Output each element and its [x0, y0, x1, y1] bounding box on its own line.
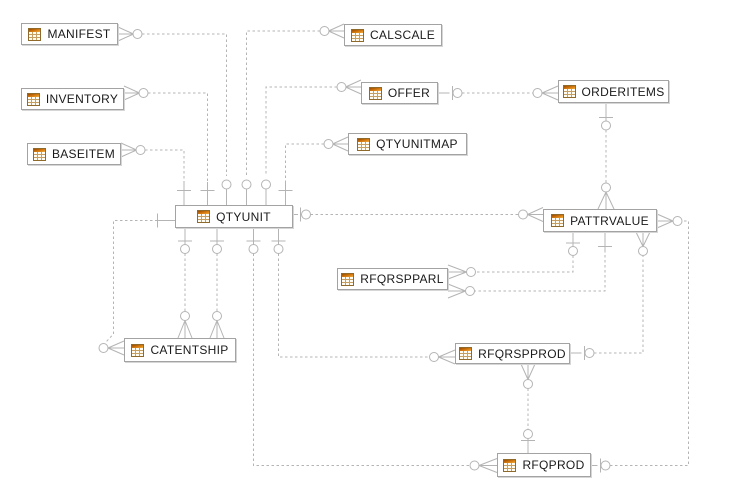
- entity-label: RFQPROD: [522, 458, 585, 472]
- rel-baseitem-qtyunit: [120, 142, 191, 205]
- entity-label: RFQRSPPARL: [360, 272, 444, 286]
- entity-inventory[interactable]: INVENTORY: [21, 88, 124, 110]
- entity-qtyunitmap[interactable]: QTYUNITMAP: [348, 133, 467, 155]
- rel-orderitems-offer: [438, 85, 559, 101]
- table-icon: [503, 458, 517, 472]
- entity-qtyunit[interactable]: QTYUNIT: [175, 205, 293, 228]
- table-icon: [551, 214, 565, 227]
- table-icon: [357, 137, 371, 151]
- rel-rfqrspparl-pattrvalue-1: [447, 232, 580, 280]
- entity-rfqrspparl[interactable]: RFQRSPPARL: [337, 268, 448, 290]
- table-icon: [28, 27, 42, 41]
- entity-label: INVENTORY: [45, 92, 119, 106]
- entity-rfqprod[interactable]: RFQPROD: [497, 453, 591, 477]
- table-icon: [562, 85, 576, 98]
- table-icon: [32, 147, 46, 161]
- table-icon: [197, 210, 211, 223]
- rel-pattrvalue-qtyunit: [293, 207, 544, 222]
- rel-rfqrspparl-pattrvalue-2: [447, 232, 612, 299]
- entity-label: PATTRVALUE: [570, 213, 649, 228]
- entity-label: QTYUNITMAP: [376, 137, 458, 151]
- rel-calscale-qtyunit: [241, 23, 345, 205]
- rel-catentship-qtyunit-1: [177, 228, 193, 339]
- rel-catentship-qtyunit-2: [209, 228, 225, 339]
- rel-inventory-qtyunit: [123, 85, 215, 205]
- rel-manifest-qtyunit: [117, 26, 232, 205]
- rel-offer-qtyunit: [261, 79, 362, 205]
- entity-baseitem[interactable]: BASEITEM: [27, 143, 121, 165]
- table-icon: [26, 92, 40, 106]
- entity-label: ORDERITEMS: [581, 84, 665, 99]
- entity-label: QTYUNIT: [216, 209, 271, 224]
- table-icon: [341, 272, 355, 286]
- entity-manifest[interactable]: MANIFEST: [21, 23, 118, 45]
- table-icon: [131, 343, 145, 357]
- rel-catentship-qtyunit-left: [98, 213, 175, 356]
- rel-pattrvalue-rfqrspprod: [570, 231, 651, 360]
- rel-qtyunitmap-qtyunit: [278, 136, 349, 205]
- entity-label: CATENTSHIP: [150, 343, 229, 357]
- entity-label: MANIFEST: [47, 27, 111, 41]
- entity-orderitems[interactable]: ORDERITEMS: [558, 80, 669, 103]
- rel-pattrvalue-rfqprod: [591, 213, 689, 473]
- entity-catentship[interactable]: CATENTSHIP: [124, 338, 236, 362]
- entity-label: OFFER: [387, 86, 431, 100]
- entity-pattrvalue[interactable]: PATTRVALUE: [543, 209, 657, 232]
- rel-rfqprod-qtyunit: [246, 228, 498, 473]
- rel-rfqrspprod-qtyunit: [271, 228, 456, 365]
- entity-calscale[interactable]: CALSCALE: [344, 24, 442, 46]
- table-icon: [368, 86, 382, 100]
- entity-label: BASEITEM: [51, 147, 116, 161]
- entity-rfqrspprod[interactable]: RFQRSPPROD: [455, 343, 570, 364]
- entity-offer[interactable]: OFFER: [361, 82, 438, 104]
- entity-label: RFQRSPPROD: [478, 346, 566, 361]
- table-icon: [350, 28, 364, 42]
- rel-pattrvalue-orderitems: [597, 103, 615, 210]
- table-icon: [459, 347, 473, 360]
- entity-label: CALSCALE: [369, 28, 436, 42]
- rel-rfqrspprod-rfqprod: [520, 363, 536, 453]
